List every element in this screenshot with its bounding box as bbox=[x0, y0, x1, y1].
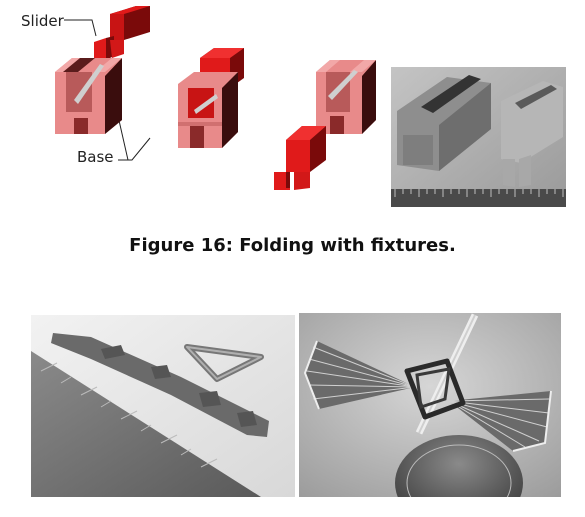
right-wing bbox=[448, 390, 552, 452]
base-leader-line-2 bbox=[117, 115, 129, 161]
left-wing bbox=[303, 340, 416, 410]
fixture-3-exploded bbox=[274, 60, 376, 190]
base-leader-line-1 bbox=[118, 137, 151, 161]
figure-caption: Figure 16: Folding with fixtures. bbox=[129, 235, 456, 256]
fixture-2-assembled bbox=[178, 48, 244, 148]
base-label: Base bbox=[77, 148, 114, 166]
slider-leader-line bbox=[64, 19, 97, 37]
folded-strip-photo bbox=[31, 315, 295, 497]
fixture-photo bbox=[391, 67, 566, 207]
fixture-diagram-figure: Slider Base bbox=[21, 6, 376, 190]
micro-robot-photo bbox=[299, 313, 561, 497]
fixture-1-exploded bbox=[55, 6, 150, 134]
slider-label: Slider bbox=[21, 12, 65, 30]
